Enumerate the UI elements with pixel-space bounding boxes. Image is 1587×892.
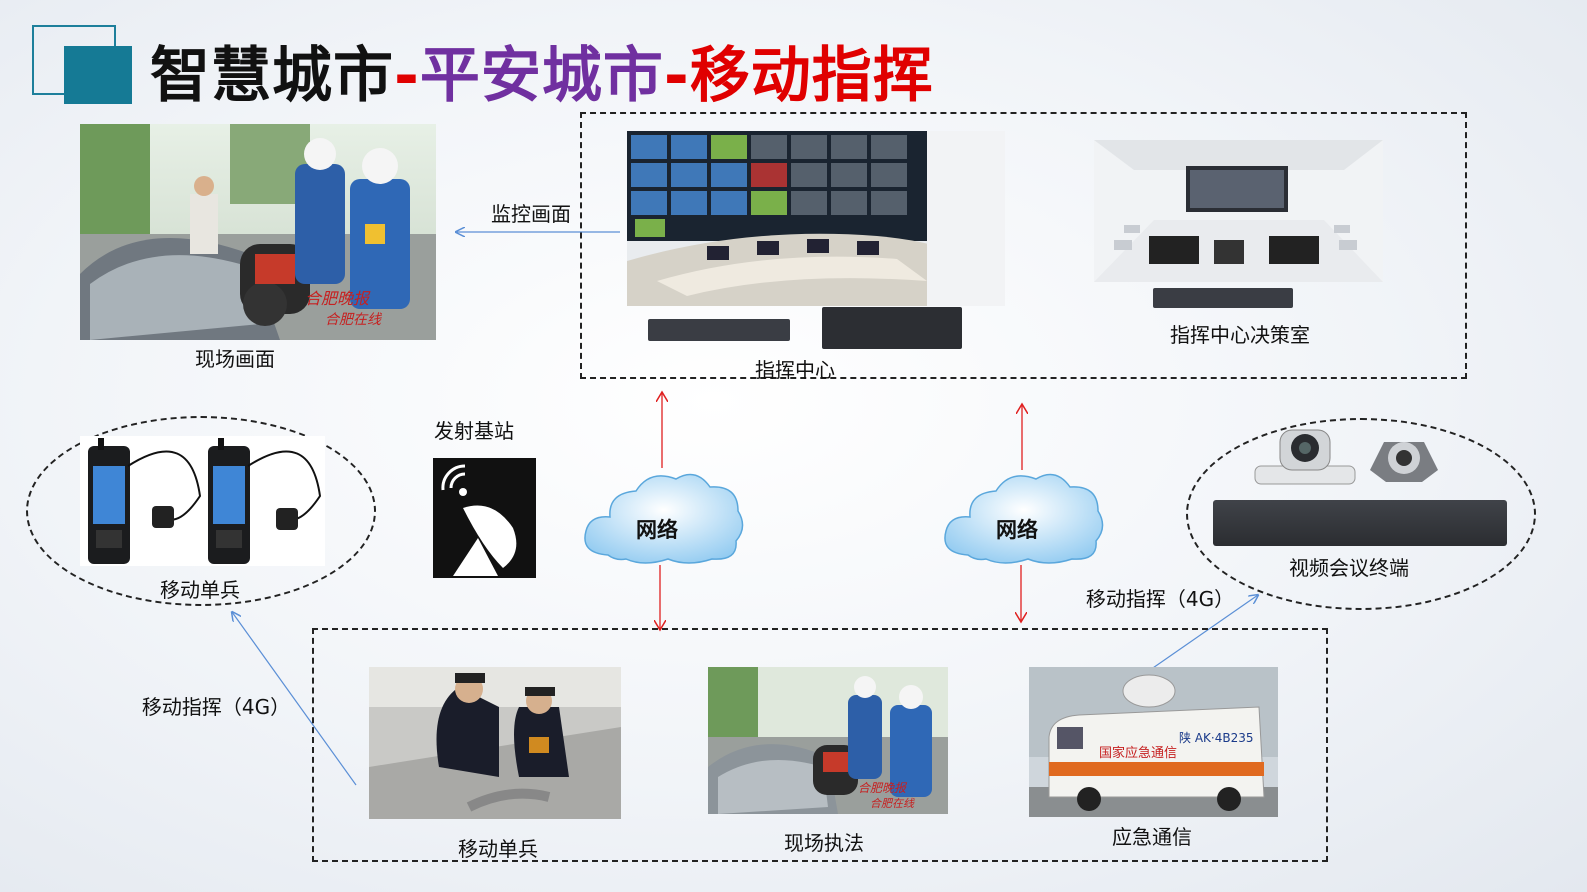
video-conference-terminal — [1213, 500, 1507, 546]
title-part-safe-city: 平安城市 — [419, 41, 664, 111]
field-operations-group — [312, 628, 1328, 862]
svg-text:合肥在线: 合肥在线 — [870, 797, 915, 810]
field-caption-emergency-comms: 应急通信 — [1112, 825, 1192, 849]
command-center-photo — [627, 131, 1005, 306]
svg-text:合肥晚报: 合肥晚报 — [858, 781, 908, 795]
network-cloud-2 — [938, 465, 1108, 567]
handheld-device-1 — [88, 438, 130, 564]
svg-text:陕 AK·4B235: 陕 AK·4B235 — [1179, 730, 1253, 745]
link-arrow-right — [1149, 595, 1258, 671]
base-station-caption: 发射基站 — [434, 419, 514, 443]
emergency-comms-photo: 国家应急通信 陕 AK·4B235 — [1029, 667, 1278, 817]
mobile-unit-caption: 移动单兵 — [160, 578, 240, 602]
svg-text:国家应急通信: 国家应急通信 — [1099, 745, 1177, 761]
video-conference-group — [1186, 418, 1536, 610]
decision-room-photo — [1094, 140, 1383, 282]
scene-photo: 合肥晚报 合肥在线 — [80, 124, 436, 340]
command-center-group — [580, 112, 1467, 379]
satellite-dish-icon — [433, 458, 536, 578]
title-part-mobile-command: 移动指挥 — [689, 41, 934, 111]
decision-room-device — [1153, 288, 1293, 308]
right-link-label: 移动指挥（4G） — [1085, 587, 1235, 611]
handheld-device-2 — [208, 438, 250, 564]
video-conference-caption: 视频会议终端 — [1289, 556, 1409, 580]
link-arrow-left — [232, 612, 357, 786]
network-label-1: 网络 — [636, 518, 678, 542]
svg-text:合肥晚报: 合肥晚报 — [305, 289, 371, 308]
law-enforcement-photo: 合肥晚报 合肥在线 — [708, 667, 948, 814]
command-center-caption: 指挥中心 — [755, 358, 835, 382]
title-sep-2: - — [663, 41, 690, 111]
mobile-unit-devices — [80, 436, 325, 566]
title-part-smart-city: 智慧城市 — [150, 41, 394, 111]
decision-room-caption: 指挥中心决策室 — [1170, 323, 1310, 347]
codec-device — [648, 319, 790, 341]
field-caption-law-enforcement: 现场执法 — [784, 831, 864, 855]
server-device — [822, 307, 962, 349]
network-cloud-1 — [578, 465, 748, 567]
svg-text:合肥在线: 合肥在线 — [325, 312, 383, 328]
title-decoration-fill — [64, 46, 132, 104]
page-title: 智慧城市-平安城市-移动指挥 — [150, 38, 934, 114]
conference-microphone-icon — [1366, 430, 1442, 484]
mobile-unit-photo — [369, 667, 621, 819]
title-sep-1: - — [394, 41, 420, 111]
network-label-2: 网络 — [996, 518, 1038, 542]
ptz-camera-icon — [1250, 422, 1360, 486]
mobile-unit-group — [26, 416, 376, 606]
field-caption-mobile-unit: 移动单兵 — [458, 837, 538, 861]
scene-caption: 现场画面 — [195, 347, 275, 371]
left-link-label: 移动指挥（4G） — [141, 695, 291, 719]
monitor-label: 监控画面 — [491, 202, 571, 226]
